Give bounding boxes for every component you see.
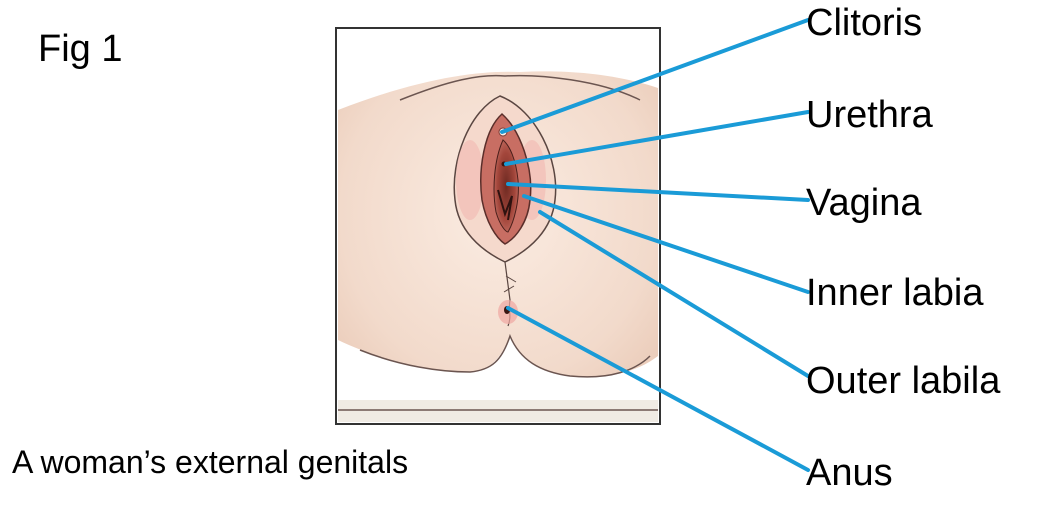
label-urethra: Urethra	[806, 94, 933, 137]
label-clitoris: Clitoris	[806, 2, 922, 45]
label-outer-labia: Outer labila	[806, 360, 1000, 403]
label-inner-labia: Inner labia	[806, 272, 983, 315]
label-anus: Anus	[806, 452, 893, 495]
label-vagina: Vagina	[806, 182, 922, 225]
